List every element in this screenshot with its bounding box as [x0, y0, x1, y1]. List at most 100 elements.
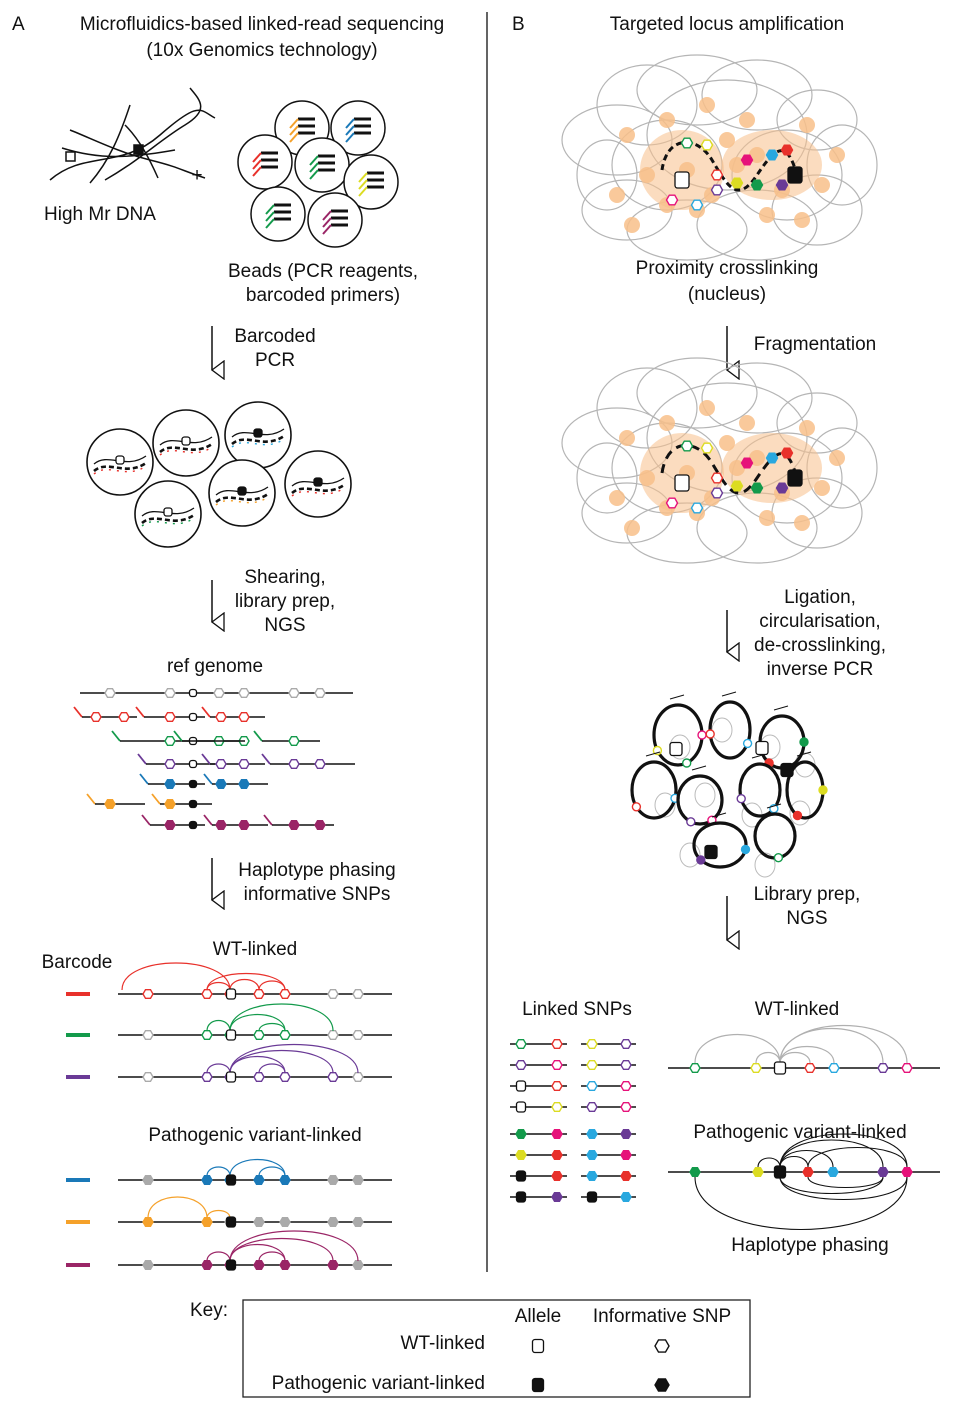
snp-hexagon [877, 1166, 889, 1178]
barcode-marks [215, 496, 269, 506]
snp-hexagon [164, 712, 176, 722]
target-locus [660, 141, 799, 192]
barcode-tail [322, 217, 332, 228]
bead [250, 186, 306, 242]
snp-hexagon [142, 1259, 154, 1271]
locus-snp [750, 179, 764, 191]
step-barcoded-line2: PCR [255, 350, 295, 371]
ring-snp [792, 810, 803, 821]
step-library-line2: NGS [786, 908, 827, 929]
crosslink-blob [609, 187, 625, 203]
pcr-bead [152, 409, 220, 477]
step-fragmentation: Fragmentation [754, 334, 877, 355]
read-alignment [73, 688, 355, 830]
allele-marker [313, 477, 323, 487]
barcode-tail [203, 814, 213, 826]
circular-fragment [785, 751, 828, 821]
allele-marker [674, 474, 690, 492]
allele-marker [669, 741, 683, 757]
phased-track [66, 1003, 392, 1041]
linked-snp [620, 1191, 632, 1203]
snp-hexagon [253, 1216, 265, 1228]
barcode-tail [358, 172, 368, 183]
allele-marker [773, 1165, 787, 1179]
panel-a-title-line1: Microfluidics-based linked-read sequenci… [80, 14, 444, 35]
link-arc [206, 1063, 231, 1074]
snp-hexagon [253, 1259, 265, 1271]
panel-a-title-line2: (10x Genomics technology) [146, 40, 377, 61]
step-ligation-line3: de-crosslinking, [754, 635, 886, 656]
crosslinked-nucleus [561, 54, 878, 261]
snp-hexagon [164, 820, 176, 830]
snp-hexagon [238, 779, 250, 789]
barcode-tail [253, 730, 263, 742]
snp-hexagon [253, 1029, 265, 1041]
key-allele-wt-icon [531, 1338, 545, 1354]
snp-hexagon [327, 1216, 339, 1228]
chromatin-loop [636, 54, 758, 126]
allele-marker [253, 428, 263, 438]
crosslink-blob [609, 490, 625, 506]
dna-label: High Mr DNA [44, 204, 156, 225]
snp-hexagon [215, 820, 227, 830]
locus-snp [680, 137, 694, 149]
snp-hexagon [201, 1174, 213, 1186]
linked-snp [620, 1170, 632, 1182]
crosslink-blob [619, 127, 635, 143]
link-arc [147, 1196, 208, 1219]
linked-snp [620, 1149, 632, 1161]
barcode-tail [111, 730, 121, 742]
bead-circle [330, 100, 386, 156]
crosslink-blob [829, 147, 845, 163]
crosslink-blob [659, 415, 675, 431]
step-shearing-line1: Shearing, [244, 567, 325, 588]
circular-fragment [676, 765, 724, 827]
panel-a-letter: A [12, 14, 25, 35]
step-ligation-line2: circularisation, [759, 611, 880, 632]
linked-snp [551, 1128, 563, 1140]
pcr-beads [86, 401, 352, 548]
linked-snps-grid [510, 1038, 636, 1203]
snp-hexagon [877, 1062, 889, 1074]
crosslink-blob [699, 97, 715, 113]
link-arc [229, 1044, 359, 1074]
link-arc [206, 972, 286, 991]
linked-snp [515, 1149, 527, 1161]
snp-hexagon [201, 1071, 213, 1083]
linked-snp [586, 1038, 598, 1050]
snp-hexagon [201, 1259, 213, 1271]
chromatin-loop [596, 64, 698, 146]
barcode-tail [252, 159, 262, 170]
fragment-ring [738, 762, 782, 818]
link-arc [206, 1209, 231, 1219]
linked-snp [551, 1149, 563, 1161]
allele-marker [225, 1071, 237, 1083]
linked-snp [515, 1128, 527, 1140]
step-ligation-line4: inverse PCR [767, 659, 874, 680]
crosslink-blob [624, 217, 640, 233]
pcr-arrow [691, 765, 707, 771]
snp-hexagon [352, 1216, 364, 1228]
linked-snps-label: Linked SNPs [522, 999, 632, 1020]
crosslink-blob [719, 132, 735, 148]
allele-marker [780, 762, 794, 778]
chromatin-loop [701, 59, 813, 131]
barcode-tail [265, 211, 275, 222]
a-pathogenic-linked-label: Pathogenic variant-linked [148, 1125, 361, 1146]
snp-pair-row [510, 1170, 636, 1182]
allele-marker [188, 820, 198, 830]
link-arc [779, 1139, 884, 1168]
b-wt-linked-label: WT-linked [755, 999, 839, 1020]
link-arc [206, 1019, 231, 1032]
allele-marker [115, 455, 125, 465]
bead-circle [307, 192, 363, 248]
locus-snp [740, 457, 754, 469]
link-arc [807, 1176, 884, 1188]
key-col-snp: Informative SNP [593, 1306, 731, 1327]
beads-label-line1: Beads (PCR reagents, [228, 261, 418, 282]
link-arc [779, 1024, 908, 1064]
barcode-marks [93, 465, 147, 475]
link-arc [258, 980, 286, 991]
allele-marker [188, 759, 198, 769]
